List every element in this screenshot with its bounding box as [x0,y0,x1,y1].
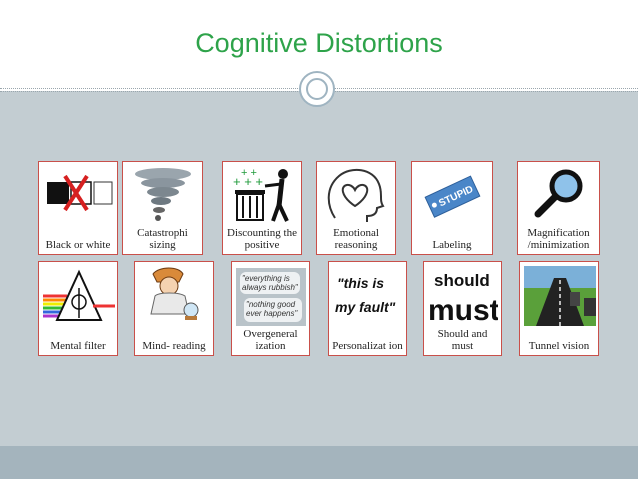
black-white-squares-icon [47,174,113,212]
card-label: Personalizat ion [332,340,403,352]
fault-text-line-1: "this is [337,275,384,291]
card-overgeneralization: "everything is always rubbish" "nothing … [231,261,310,356]
fortune-teller-icon [150,267,199,320]
highway-tunnel-icon [524,266,596,326]
card-label: Discounting the positive [227,227,297,251]
card-label: Labeling [432,239,472,251]
must-text: must [428,294,498,326]
card-mental-filter: Mental filter [38,261,118,356]
card-labeling: STUPID Labeling [411,161,493,255]
card-black-or-white: Black or white [38,161,118,255]
card-label: Mental filter [50,340,106,352]
card-label: Black or white [45,239,111,251]
quote-text-2: "nothing good ever happens" [246,300,298,318]
quote-bubbles-icon: "everything is always rubbish" "nothing … [236,268,306,326]
card-label: Magnification /minimization [527,227,590,251]
card-label: Overgeneral ization [243,328,298,352]
card-label: Tunnel vision [528,340,590,352]
card-emotional-reasoning: Emotional reasoning [316,161,396,255]
svg-text:+ + +: + + + [233,174,263,189]
card-mind-reading: Mind- reading [134,261,214,356]
card-discounting-the-positive: + + + + + Discounting the positive [222,161,302,255]
quote-text-1: "everything is always rubbish" [242,274,298,292]
should-text: should [434,271,490,290]
stupid-tag-icon: STUPID [424,175,481,218]
card-tunnel-vision: Tunnel vision [519,261,599,356]
card-magnification-minimization: Magnification /minimization [517,161,600,255]
head-heart-icon [327,168,385,222]
prism-icon [43,269,115,321]
svg-text:+ +: + + [241,167,257,179]
card-catastrophizing: Catastrophi sizing [122,161,203,255]
card-label: Catastrophi sizing [137,227,188,251]
card-should-and-must: should must Should and must [423,261,502,356]
card-label: Should and must [437,328,488,352]
card-personalization: "this is my fault" Personalizat ion [328,261,407,356]
this-is-my-fault-icon: "this is my fault" [335,275,396,315]
card-label: Mind- reading [142,340,206,352]
trash-can-person-icon: + + + + + [233,167,289,222]
tornado-icon [135,168,191,221]
magnifying-glass-icon [534,169,583,218]
fault-text-line-2: my fault" [335,299,396,315]
card-label: Emotional reasoning [333,227,379,251]
should-must-icon: should must [428,271,498,326]
slide-title: Cognitive Distortions [195,28,443,58]
slide-footer [0,446,638,479]
divider-circle-ornament [299,71,335,107]
